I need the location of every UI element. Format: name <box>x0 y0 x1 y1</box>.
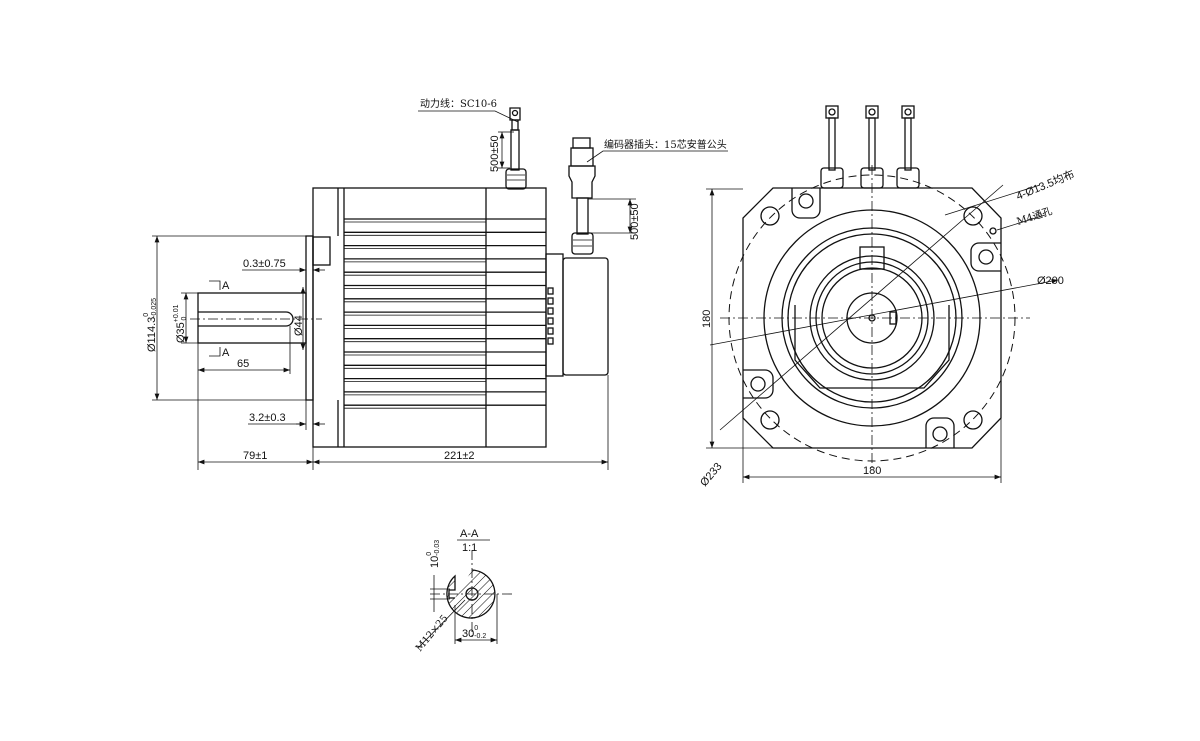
cable-lug <box>825 105 839 119</box>
shaft-length: 65 <box>237 358 249 370</box>
cable-lug <box>901 105 915 119</box>
section-title: A-A <box>460 528 479 540</box>
encoder-cable <box>568 137 596 255</box>
encoder-adapter <box>545 253 564 377</box>
body-length: 221±2 <box>444 450 475 462</box>
cable-gland <box>820 167 844 189</box>
encoder-cable-length: 500±50 <box>629 203 641 240</box>
flange-outline <box>742 187 1002 449</box>
section-scale: 1:1 <box>462 542 477 554</box>
shaft <box>197 292 307 344</box>
power-cables <box>820 105 920 189</box>
pilot-offset: 0.3±0.75 <box>243 258 286 270</box>
side-view: 动力线：SC10-6 编码器插头：15芯安普公头 500±50 500±50 Ø… <box>143 97 728 470</box>
front-view: 4-Ø13.5均布 M4通孔 Ø200 Ø233 180 180 <box>698 105 1076 489</box>
lifting-lugs <box>743 188 1001 448</box>
m4-hole <box>989 227 997 235</box>
cable-lug-hole <box>904 108 912 116</box>
section-mark-top: A <box>222 280 230 292</box>
shoulder-dia: Ø44 <box>293 315 305 336</box>
mount-holes-label: 4-Ø13.5均布 <box>1014 168 1076 203</box>
power-cable <box>505 107 527 190</box>
section-depth: 300-0.2 <box>462 625 486 640</box>
section-mark-bottom: A <box>222 347 230 359</box>
cable-lug-hole <box>828 108 836 116</box>
cooling-fins <box>344 218 546 409</box>
cable <box>904 117 912 171</box>
thread-spec: M12×25 <box>414 613 451 654</box>
inner-circle-dia: Ø200 <box>1037 275 1064 287</box>
flange-pilot-dia: Ø114.30-0.025 <box>143 298 158 352</box>
cable <box>828 117 836 171</box>
shaft-dia: Ø35+0.010 <box>173 304 188 343</box>
power-cable-label: 动力线：SC10-6 <box>420 97 497 110</box>
front-width: 180 <box>863 465 881 477</box>
front-height: 180 <box>701 310 713 328</box>
encoder-housing <box>562 257 609 376</box>
flange-pilot <box>305 235 314 401</box>
cable-lug-hole <box>868 108 876 116</box>
bolt-circle-dia: Ø233 <box>698 461 724 489</box>
encoder-connector-pins <box>547 287 554 345</box>
cable-gland <box>896 167 920 189</box>
power-cable-length: 500±50 <box>489 135 501 172</box>
encoder-plug-label: 编码器插头：15芯安普公头 <box>604 138 727 151</box>
pilot-depth: 3.2±0.3 <box>249 412 286 424</box>
cable-lug <box>865 105 879 119</box>
mount-holes <box>760 206 983 430</box>
section-view: A-A 1:1 100-0.03 M12×25 300-0.2 <box>414 528 515 654</box>
m4-hole-label: M4通孔 <box>1015 205 1054 228</box>
shaft-extension: 79±1 <box>243 450 267 462</box>
cable <box>868 117 876 171</box>
key-width: 100-0.03 <box>426 540 441 568</box>
